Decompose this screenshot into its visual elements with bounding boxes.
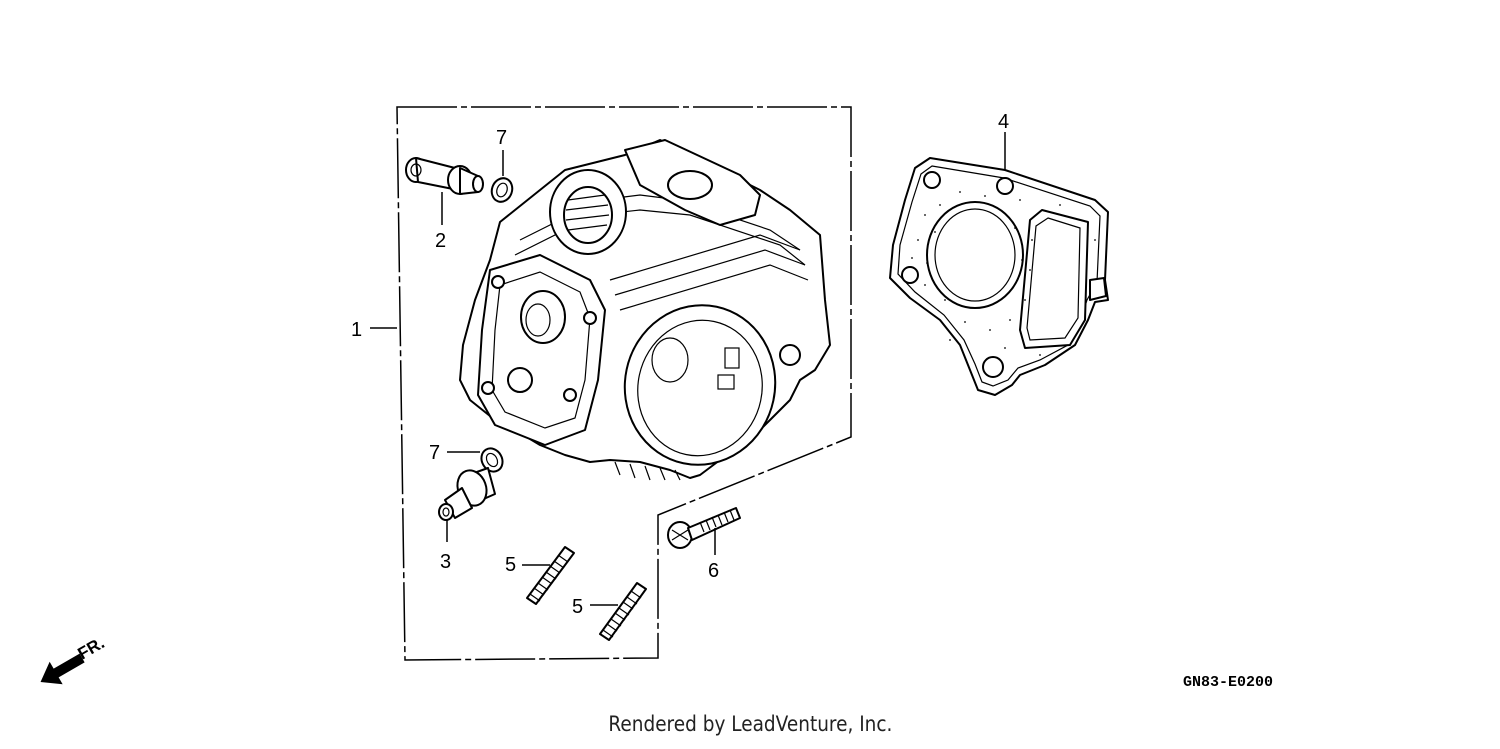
part-7-washer-top xyxy=(490,177,514,203)
callout-5a: 5 xyxy=(505,554,516,576)
part-5-stud-b xyxy=(599,582,647,641)
front-arrow-icon xyxy=(40,653,85,685)
callout-2: 2 xyxy=(435,230,446,252)
diagram-code: GN83-E0200 xyxy=(1183,674,1273,691)
callout-1: 1 xyxy=(351,319,362,341)
callout-7b: 7 xyxy=(429,442,440,464)
cylinder-head xyxy=(459,139,831,481)
assembly-boundary xyxy=(396,106,852,661)
callout-4: 4 xyxy=(998,111,1009,133)
callout-6: 6 xyxy=(708,560,719,582)
part-6-bolt xyxy=(667,507,741,549)
render-credit-text: Rendered by LeadVenture, Inc. xyxy=(607,712,893,736)
part-3-fitting xyxy=(438,467,496,521)
render-credit: Rendered by LeadVenture, Inc. xyxy=(0,712,1500,736)
callout-5b: 5 xyxy=(572,596,583,618)
part-7-washer-bottom xyxy=(480,447,504,473)
part-4-gasket xyxy=(889,157,1109,396)
part-5-stud-a xyxy=(526,546,575,605)
callout-3: 3 xyxy=(440,551,451,573)
callout-7a: 7 xyxy=(496,127,507,149)
part-2-fitting xyxy=(405,157,484,195)
